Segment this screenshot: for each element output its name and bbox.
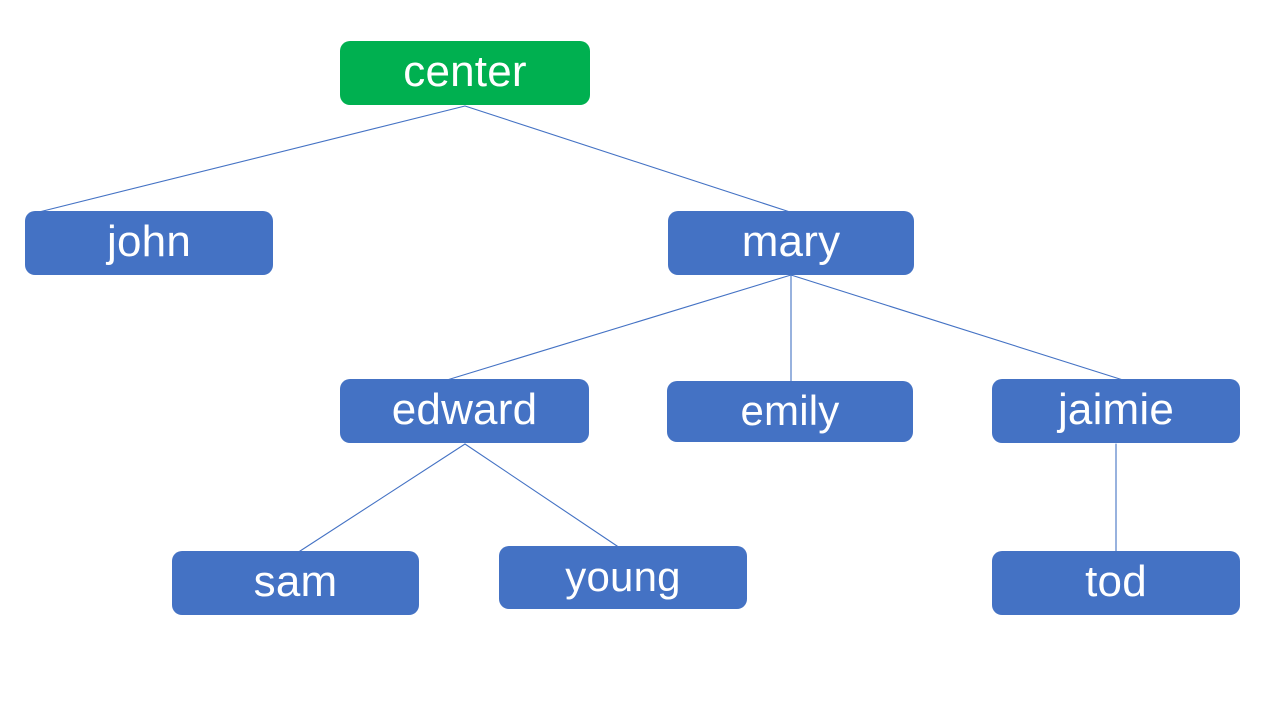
connector-mary-jaimie xyxy=(790,274,1124,381)
node-label-mary: mary xyxy=(741,217,841,266)
connector-edward-sam xyxy=(296,443,466,554)
connector-mary-edward xyxy=(446,274,792,381)
node-label-tod: tod xyxy=(1085,557,1147,606)
node-label-sam: sam xyxy=(253,557,338,606)
node-label-jaimie: jaimie xyxy=(1057,385,1175,434)
node-john[interactable]: john xyxy=(25,211,273,275)
node-label-center: center xyxy=(403,47,527,96)
node-label-young: young xyxy=(565,552,681,600)
node-label-edward: edward xyxy=(391,385,538,434)
node-mary[interactable]: mary xyxy=(668,211,914,275)
node-edward[interactable]: edward xyxy=(340,379,589,443)
node-tod[interactable]: tod xyxy=(992,551,1240,615)
node-label-emily: emily xyxy=(740,386,840,434)
node-sam[interactable]: sam xyxy=(172,551,419,615)
connector-center-mary xyxy=(464,105,791,213)
node-center[interactable]: center xyxy=(340,41,590,105)
node-jaimie[interactable]: jaimie xyxy=(992,379,1240,443)
node-label-john: john xyxy=(107,217,191,266)
connector-edward-young xyxy=(464,443,621,549)
connector-center-john xyxy=(30,105,466,215)
node-young[interactable]: young xyxy=(499,546,747,609)
node-emily[interactable]: emily xyxy=(667,381,913,442)
